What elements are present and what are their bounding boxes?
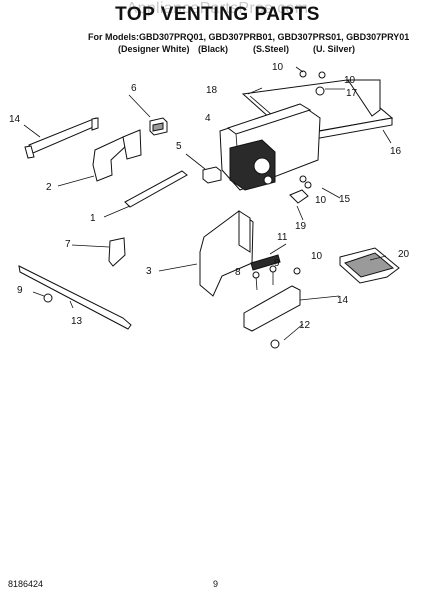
side-cover <box>199 210 254 297</box>
part-15 <box>304 181 312 189</box>
callout-14-left: 14 <box>9 114 21 125</box>
terminal-block <box>250 254 281 271</box>
filter-block <box>202 166 222 184</box>
callout-15: 15 <box>339 194 351 205</box>
side-channel <box>347 79 381 117</box>
variant-designer-white: (Designer White) <box>118 44 190 54</box>
air-duct <box>92 129 142 182</box>
callout-1: 1 <box>90 213 96 224</box>
callout-16: 16 <box>390 146 402 157</box>
callout-10-lower: 10 <box>311 251 323 262</box>
callout-20: 20 <box>398 249 410 260</box>
screw-9 <box>32 291 53 303</box>
variant-stainless-steel: (S.Steel) <box>253 44 290 54</box>
mounting-clip <box>108 237 126 267</box>
vent-damper <box>339 247 400 284</box>
bottom-rail <box>18 265 132 330</box>
callout-13: 13 <box>71 316 83 327</box>
part-17 <box>315 86 325 96</box>
screw-10-right <box>299 175 307 183</box>
callout-10-top-left: 10 <box>272 62 284 73</box>
callout-18: 18 <box>206 85 218 96</box>
callout-10-mid: 10 <box>315 195 327 206</box>
left-bracket <box>24 117 99 159</box>
screw-10-top <box>299 70 326 79</box>
callout-5: 5 <box>176 141 182 152</box>
blower-assembly <box>229 139 276 191</box>
gasket-plate <box>289 189 309 204</box>
callout-7: 7 <box>65 239 71 250</box>
document-number: 8186424 <box>8 579 44 589</box>
screw-8 <box>252 271 260 291</box>
slide-rail <box>124 170 188 208</box>
callout-9-right: 9 <box>274 258 280 269</box>
screw-9-right <box>269 265 277 285</box>
callout-17: 17 <box>346 88 358 99</box>
callout-14-right: 14 <box>337 295 349 306</box>
callout-10-top-right: 10 <box>344 75 356 86</box>
callout-6: 6 <box>131 83 137 94</box>
callout-12: 12 <box>299 320 311 331</box>
variant-black: (Black) <box>198 44 229 54</box>
page-title: TOP VENTING PARTS <box>115 4 320 25</box>
callout-8: 8 <box>235 267 241 278</box>
callout-9-left: 9 <box>17 285 23 296</box>
models-line: For Models:GBD307PRQ01, GBD307PRB01, GBD… <box>88 32 410 42</box>
connector-block <box>149 117 168 136</box>
callout-3: 3 <box>146 266 152 277</box>
callout-19: 19 <box>295 221 307 232</box>
callout-4: 4 <box>205 113 211 124</box>
screw-12 <box>270 339 280 349</box>
right-bracket <box>243 285 301 332</box>
callout-2: 2 <box>46 182 52 193</box>
callout-11: 11 <box>277 232 288 243</box>
watermark: AppliancePartsPros.com <box>126 0 309 17</box>
variant-universal-silver: (U. Silver) <box>313 44 356 54</box>
screw-10-bottom <box>293 267 301 275</box>
page-number: 9 <box>213 579 219 589</box>
